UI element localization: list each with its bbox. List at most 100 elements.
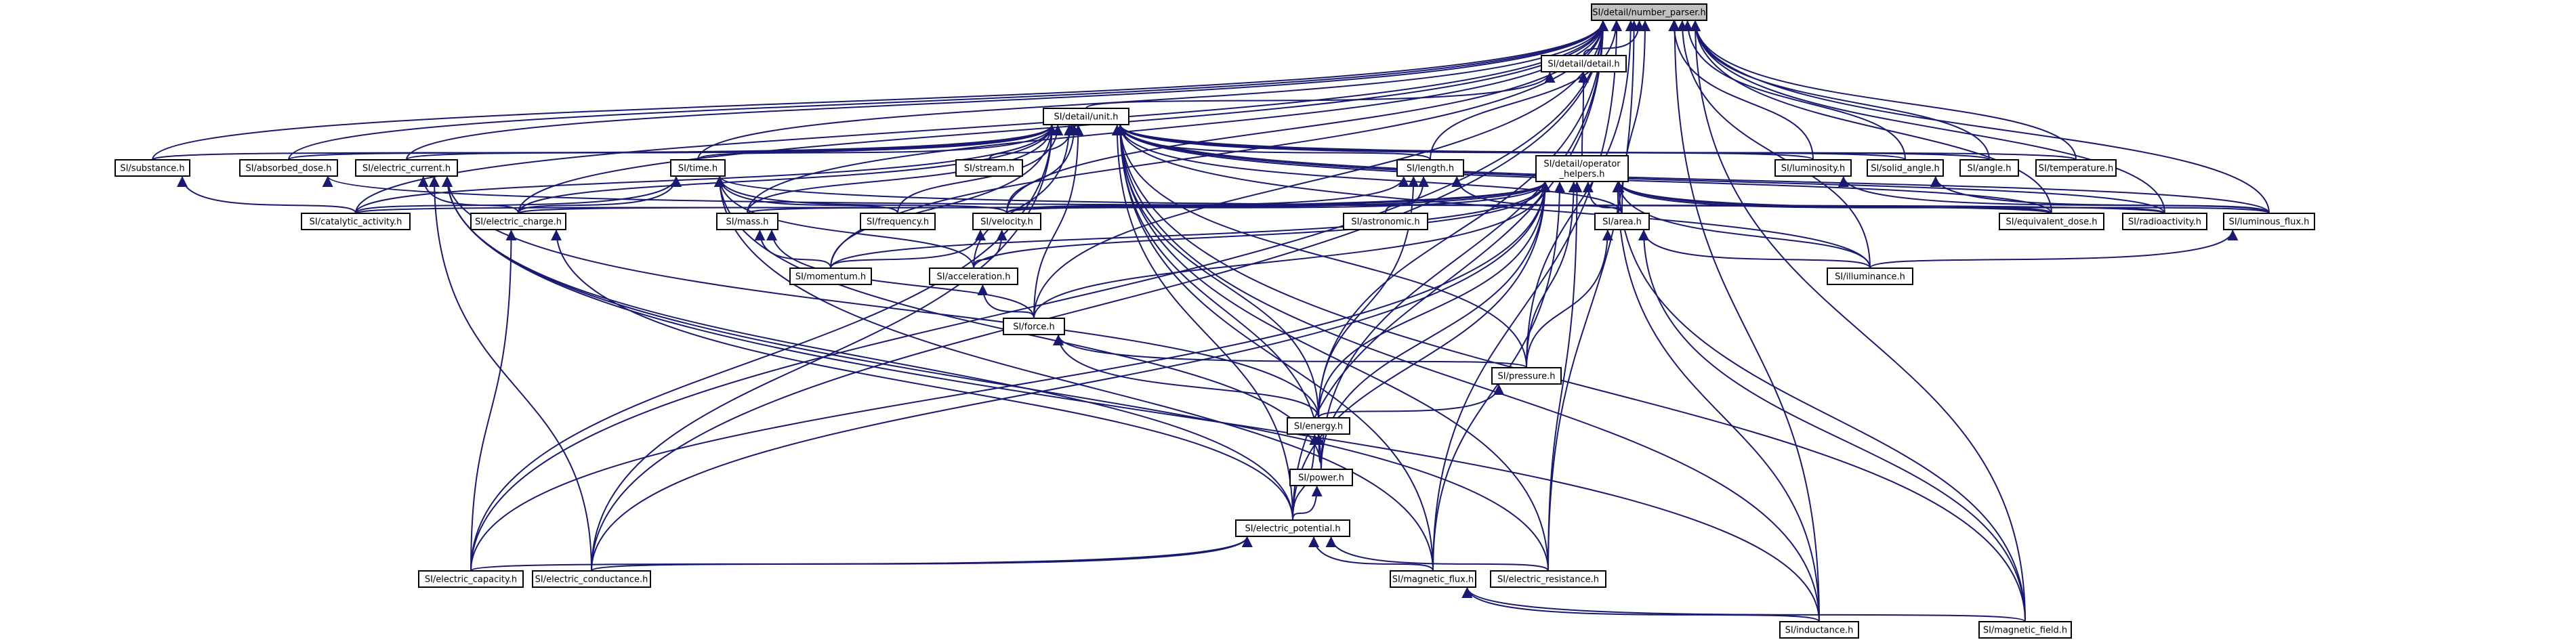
node-operator-helpers[interactable]: SI/detail/operator_helpers.h: [1535, 155, 1629, 182]
edge-catalytic_activity-to-substance: [177, 175, 356, 214]
node-energy[interactable]: SI/energy.h: [1287, 417, 1350, 435]
node-electric-capacity[interactable]: SI/electric_capacity.h: [418, 570, 524, 588]
node-box: [1999, 213, 2104, 230]
node-label: SI/detail/operator: [1543, 159, 1621, 169]
edge-power-to-operator_helpers: [1321, 181, 1551, 470]
node-astronomic[interactable]: SI/astronomic.h: [1343, 213, 1428, 230]
node-radioactivity[interactable]: SI/radioactivity.h: [2122, 213, 2207, 230]
edge-electric_capacity-to-electric_charge: [470, 229, 517, 572]
node-box: [418, 570, 524, 588]
node-label: SI/mass.h: [726, 217, 768, 228]
node-label: SI/solid_angle.h: [1871, 164, 1940, 174]
node-luminosity[interactable]: SI/luminosity.h: [1774, 159, 1852, 177]
node-label: SI/momentum.h: [795, 272, 866, 282]
node-magnetic-flux[interactable]: SI/magnetic_flux.h: [1390, 570, 1476, 588]
node-label: SI/electric_resistance.h: [1497, 575, 1599, 585]
node-area[interactable]: SI/area.h: [1594, 213, 1650, 230]
edge-momentum-to-unit: [830, 124, 1058, 269]
node-box: [1390, 570, 1476, 588]
node-label: SI/frequency.h: [867, 217, 929, 228]
edge-angle-to-number_parser: [1690, 20, 1990, 160]
node-time[interactable]: SI/time.h: [670, 159, 726, 177]
edge-time-to-unit: [697, 124, 1058, 160]
edge-catalytic_activity-to-number_parser: [355, 20, 1608, 214]
edge-illuminance-to-unit: [1115, 124, 1871, 269]
node-equivalent-dose[interactable]: SI/equivalent_dose.h: [1999, 213, 2104, 230]
edge-momentum-to-velocity: [830, 229, 986, 269]
node-stream[interactable]: SI/stream.h: [955, 159, 1023, 177]
node-magnetic-field[interactable]: SI/magnetic_field.h: [1978, 621, 2072, 639]
node-substance[interactable]: SI/substance.h: [115, 159, 190, 177]
node-velocity[interactable]: SI/velocity.h: [972, 213, 1041, 230]
node-frequency[interactable]: SI/frequency.h: [860, 213, 936, 230]
node-box: [1594, 213, 1650, 230]
node-mass[interactable]: SI/mass.h: [716, 213, 778, 230]
edge-luminous_flux-to-number_parser: [1690, 20, 2270, 214]
node-number-parser[interactable]: SI/detail/number_parser.h: [1591, 3, 1707, 21]
edge-magnetic_flux-to-number_parser: [1432, 20, 1623, 572]
node-acceleration[interactable]: SI/acceleration.h: [929, 268, 1018, 285]
edge-detail-to-number_parser: [1583, 20, 1645, 56]
node-electric-potential[interactable]: SI/electric_potential.h: [1235, 519, 1350, 537]
node-power[interactable]: SI/power.h: [1289, 469, 1353, 486]
edge-electric_resistance-to-unit: [1115, 124, 1549, 572]
edge-radioactivity-to-number_parser: [1690, 20, 2165, 214]
node-label: SI/catalytic_activity.h: [310, 217, 402, 228]
node-label: SI/acceleration.h: [937, 272, 1011, 282]
edge-temperature-to-number_parser: [1690, 20, 2077, 160]
edge-electric_resistance-to-electric_current: [442, 175, 1549, 572]
node-inductance[interactable]: SI/inductance.h: [1779, 621, 1859, 639]
node-box: [301, 213, 411, 230]
edge-radioactivity-to-time: [714, 175, 2165, 214]
node-label: SI/luminous_flux.h: [2229, 217, 2310, 228]
node-temperature[interactable]: SI/temperature.h: [2035, 159, 2117, 177]
edge-solid_angle-to-unit: [1115, 124, 1906, 160]
node-momentum[interactable]: SI/momentum.h: [789, 268, 872, 285]
edge-temperature-to-unit: [1115, 124, 2077, 160]
node-box: [1289, 469, 1353, 486]
node-box: [1235, 519, 1350, 537]
node-box: [955, 159, 1023, 177]
node-label: SI/electric_current.h: [362, 164, 451, 174]
node-angle[interactable]: SI/angle.h: [1959, 159, 2019, 177]
edge-energy-to-number_parser: [1318, 20, 1608, 419]
edge-momentum-to-operator_helpers: [830, 181, 1551, 269]
node-catalytic-activity[interactable]: SI/catalytic_activity.h: [301, 213, 411, 230]
node-box: [2223, 213, 2315, 230]
edge-equivalent_dose-to-absorbed_dose: [323, 175, 2052, 214]
edge-energy-to-unit: [1115, 124, 1319, 419]
edge-electric_current-to-number_parser: [406, 20, 1608, 160]
node-electric-charge[interactable]: SI/electric_charge.h: [470, 213, 566, 230]
node-solid-angle[interactable]: SI/solid_angle.h: [1867, 159, 1944, 177]
edge-luminosity-to-number_parser: [1668, 20, 1814, 160]
node-force[interactable]: SI/force.h: [1003, 318, 1065, 335]
edge-solid_angle-to-number_parser: [1682, 20, 1906, 160]
node-label: SI/magnetic_flux.h: [1392, 575, 1474, 585]
node-luminous-flux[interactable]: SI/luminous_flux.h: [2223, 213, 2315, 230]
node-label: SI/time.h: [678, 164, 718, 174]
node-unit[interactable]: SI/detail/unit.h: [1043, 108, 1129, 125]
node-box: [239, 159, 338, 177]
edge-inductance-to-operator_helpers: [1612, 181, 1820, 622]
node-box: [1287, 417, 1350, 435]
node-detail[interactable]: SI/detail/detail.h: [1541, 55, 1627, 72]
node-illuminance[interactable]: SI/illuminance.h: [1827, 268, 1913, 285]
node-label: SI/pressure.h: [1498, 372, 1556, 382]
node-electric-resistance[interactable]: SI/electric_resistance.h: [1490, 570, 1606, 588]
node-electric-current[interactable]: SI/electric_current.h: [355, 159, 458, 177]
edge-electric_capacity-to-number_parser: [470, 20, 1608, 572]
node-absorbed-dose[interactable]: SI/absorbed_dose.h: [239, 159, 338, 177]
edge-luminosity-to-unit: [1115, 124, 1814, 160]
node-box: [2035, 159, 2117, 177]
edge-electric_capacity-to-operator_helpers: [470, 181, 1551, 572]
edge-momentum-to-mass: [754, 229, 831, 269]
node-length[interactable]: SI/length.h: [1396, 159, 1464, 177]
node-electric-conductance[interactable]: SI/electric_conductance.h: [532, 570, 651, 588]
edge-inductance-to-magnetic_flux: [1461, 586, 1820, 622]
node-label: SI/absorbed_dose.h: [245, 164, 331, 174]
edge-magnetic_flux-to-electric_potential: [1308, 536, 1434, 572]
node-box: [1959, 159, 2019, 177]
node-label: SI/inductance.h: [1785, 626, 1854, 636]
node-pressure[interactable]: SI/pressure.h: [1491, 367, 1562, 385]
edge-force-to-number_parser: [1033, 20, 1608, 319]
